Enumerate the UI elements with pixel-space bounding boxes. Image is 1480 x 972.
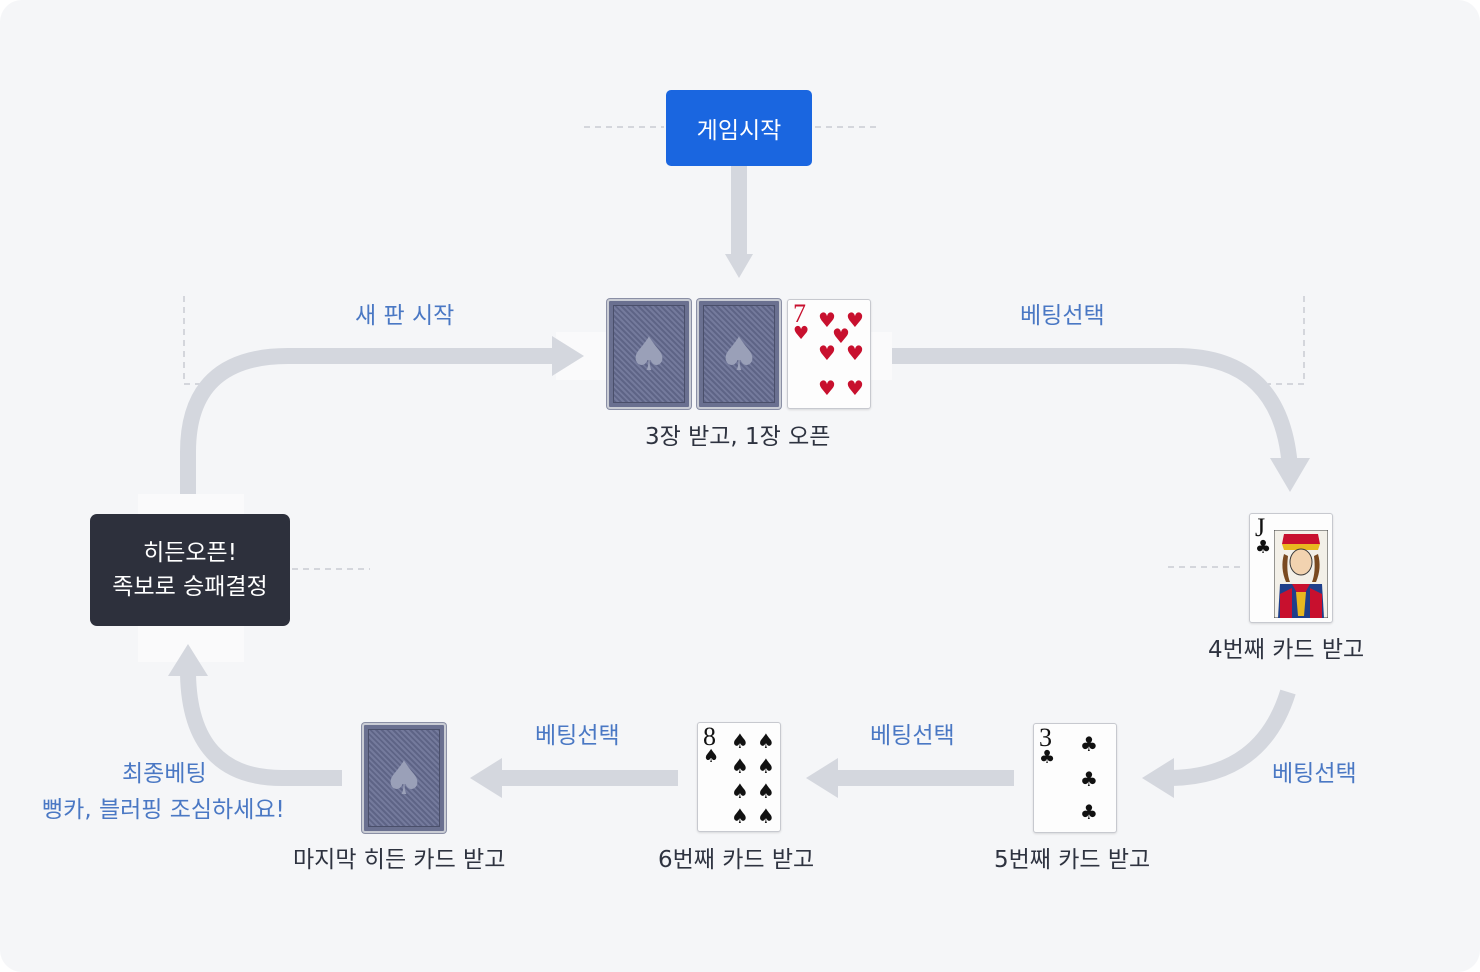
- heart-icon: ♥: [846, 376, 864, 400]
- heart-icon: ♥: [818, 341, 836, 365]
- guide-bracket-left: [183, 296, 212, 385]
- step-fourth: 4번째 카드 받고: [1208, 637, 1365, 663]
- spade-icon: ♠: [731, 804, 749, 828]
- spade-icon: ♠: [757, 804, 775, 828]
- arrow-final-bet: [180, 673, 342, 786]
- arrow-bet-right: [1171, 689, 1296, 786]
- card-back-hidden: ♠: [362, 723, 446, 833]
- heart-icon: ♥: [818, 308, 836, 332]
- label-bluff-warning: 뻥카, 블러핑 조심하세요!: [42, 797, 285, 823]
- club-icon: ♣: [1039, 747, 1056, 768]
- heart-icon: ♥: [846, 308, 864, 332]
- arrowhead-bet-right: [1142, 758, 1174, 798]
- label-bet-right: 베팅선택: [1272, 761, 1357, 787]
- spade-icon: ♠: [757, 779, 775, 803]
- step-first: 3장 받고, 1장 오픈: [645, 424, 831, 450]
- step-last: 마지막 히든 카드 받고: [293, 847, 506, 873]
- card-seven-hearts: 7 ♥ ♥ ♥ ♥ ♥ ♥ ♥ ♥: [787, 299, 871, 409]
- label-bet-mid-left: 베팅선택: [535, 723, 620, 749]
- step-sixth: 6번째 카드 받고: [658, 847, 815, 873]
- spade-icon: ♠: [703, 746, 720, 767]
- arrow-new-round: [180, 348, 556, 494]
- club-icon: ♣: [1080, 800, 1098, 824]
- card-rank: J: [1255, 513, 1266, 542]
- start-game-label: 게임시작: [696, 118, 782, 144]
- heart-icon: ♥: [832, 324, 850, 348]
- card-rank: 7: [793, 299, 806, 328]
- card-rank: 3: [1039, 723, 1052, 752]
- spade-icon: ♠: [757, 754, 775, 778]
- halo-first-right: [870, 332, 892, 380]
- card-back-spade-icon: ♠: [383, 751, 425, 805]
- spade-icon: ♠: [757, 729, 775, 753]
- card-rank: 8: [703, 722, 716, 751]
- card-eight-spades: 8 ♠ ♠ ♠ ♠ ♠ ♠ ♠ ♠ ♠: [697, 722, 781, 832]
- result-line2: 족보로 승패결정: [112, 574, 268, 600]
- card-back-spade-icon: ♠: [628, 327, 670, 381]
- arrowhead-bet-top: [1270, 458, 1310, 492]
- club-icon: ♣: [1080, 732, 1098, 756]
- spade-icon: ♠: [731, 754, 749, 778]
- heart-icon: ♥: [818, 376, 836, 400]
- start-game-button[interactable]: 게임시작: [666, 90, 812, 166]
- card-back-1: ♠: [607, 299, 691, 409]
- heart-icon: ♥: [793, 323, 810, 344]
- jack-portrait-icon: [1274, 530, 1328, 618]
- club-icon: ♣: [1080, 767, 1098, 791]
- heart-icon: ♥: [846, 341, 864, 365]
- spade-icon: ♠: [731, 729, 749, 753]
- arrowhead-mid-left: [470, 758, 502, 798]
- club-icon: ♣: [1255, 537, 1272, 558]
- label-bet-mid-right: 베팅선택: [870, 723, 955, 749]
- arrowhead-new-round: [552, 336, 584, 376]
- label-new-round: 새 판 시작: [355, 303, 455, 329]
- card-jack-clubs: J ♣: [1249, 513, 1333, 623]
- label-bet-top: 베팅선택: [1020, 303, 1105, 329]
- arrowhead-start: [725, 254, 753, 278]
- card-back-2: ♠: [697, 299, 781, 409]
- arrow-bet-top: [892, 348, 1298, 469]
- label-final-bet: 최종베팅: [122, 761, 207, 787]
- card-three-clubs: 3 ♣ ♣ ♣ ♣: [1033, 723, 1117, 833]
- spade-icon: ♠: [731, 779, 749, 803]
- card-back-spade-icon: ♠: [718, 327, 760, 381]
- result-line1: 히든오픈!: [143, 539, 237, 566]
- step-fifth: 5번째 카드 받고: [994, 847, 1151, 873]
- arrowhead-mid-right: [806, 758, 838, 798]
- result-box: 히든오픈! 족보로 승패결정: [90, 514, 290, 626]
- arrowhead-final: [168, 644, 208, 676]
- guide-bracket-right: [1268, 296, 1305, 385]
